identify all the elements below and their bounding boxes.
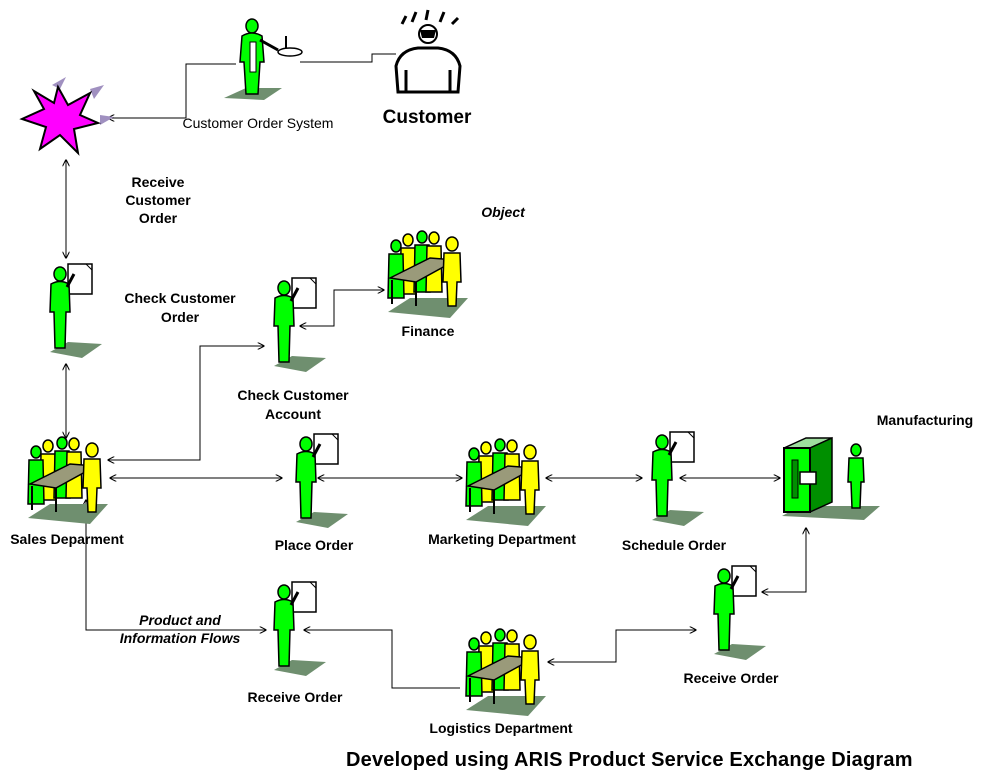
sales-department-label: Sales Deparment [10,531,124,547]
sales-department-group-icon [27,436,109,525]
receive-order-left-label: Receive Order [247,689,343,705]
product-information-flows-label: Product and Information Flows [119,612,241,646]
customer-label: Customer [382,107,472,128]
schedule-order-label: Schedule Order [621,537,727,553]
logistics-department-label: Logistics Department [429,720,573,736]
place-order-icon [294,432,350,530]
place-order-label: Place Order [274,537,354,553]
marketing-department-group-icon [465,438,547,527]
waiter-system-icon [224,18,303,100]
flow-system-to-customer [300,53,396,63]
schedule-order-icon [650,430,706,528]
check-customer-account-label: Check Customer Account [237,387,349,422]
flow-receive-right-manufacturing [762,528,806,592]
manufacturing-label: Manufacturing [876,412,974,428]
crowned-customer-icon [394,9,462,94]
flow-system-to-event [108,63,236,118]
machine-with-operator-icon [782,436,880,520]
finance-label: Finance [401,323,455,339]
check-customer-order-label: Check Customer Order [124,290,236,325]
check-customer-order-icon [48,262,104,360]
receive-customer-order-label: Receive Customer Order [125,174,191,226]
flow-receive-left-logistics [304,630,460,689]
object-label: Object [481,204,525,220]
footer-caption: Developed using ARIS Product Service Exc… [346,749,913,771]
customer-order-system-label: Customer Order System [182,115,334,131]
flow-sales-account [108,346,264,460]
logistics-department-group-icon [465,628,547,717]
flow-logistics-receive-right [548,630,696,662]
receive-order-right-label: Receive Order [683,670,779,686]
check-customer-account-icon [272,276,328,374]
finance-group-icon [387,230,469,319]
flow-sales-receive-left [86,500,266,630]
receive-order-left-icon [272,580,328,678]
marketing-department-label: Marketing Department [428,531,576,547]
connector-lines [66,53,806,689]
star-event-icon [19,77,114,156]
receive-order-right-icon [712,564,768,662]
flow-account-finance [300,290,384,326]
